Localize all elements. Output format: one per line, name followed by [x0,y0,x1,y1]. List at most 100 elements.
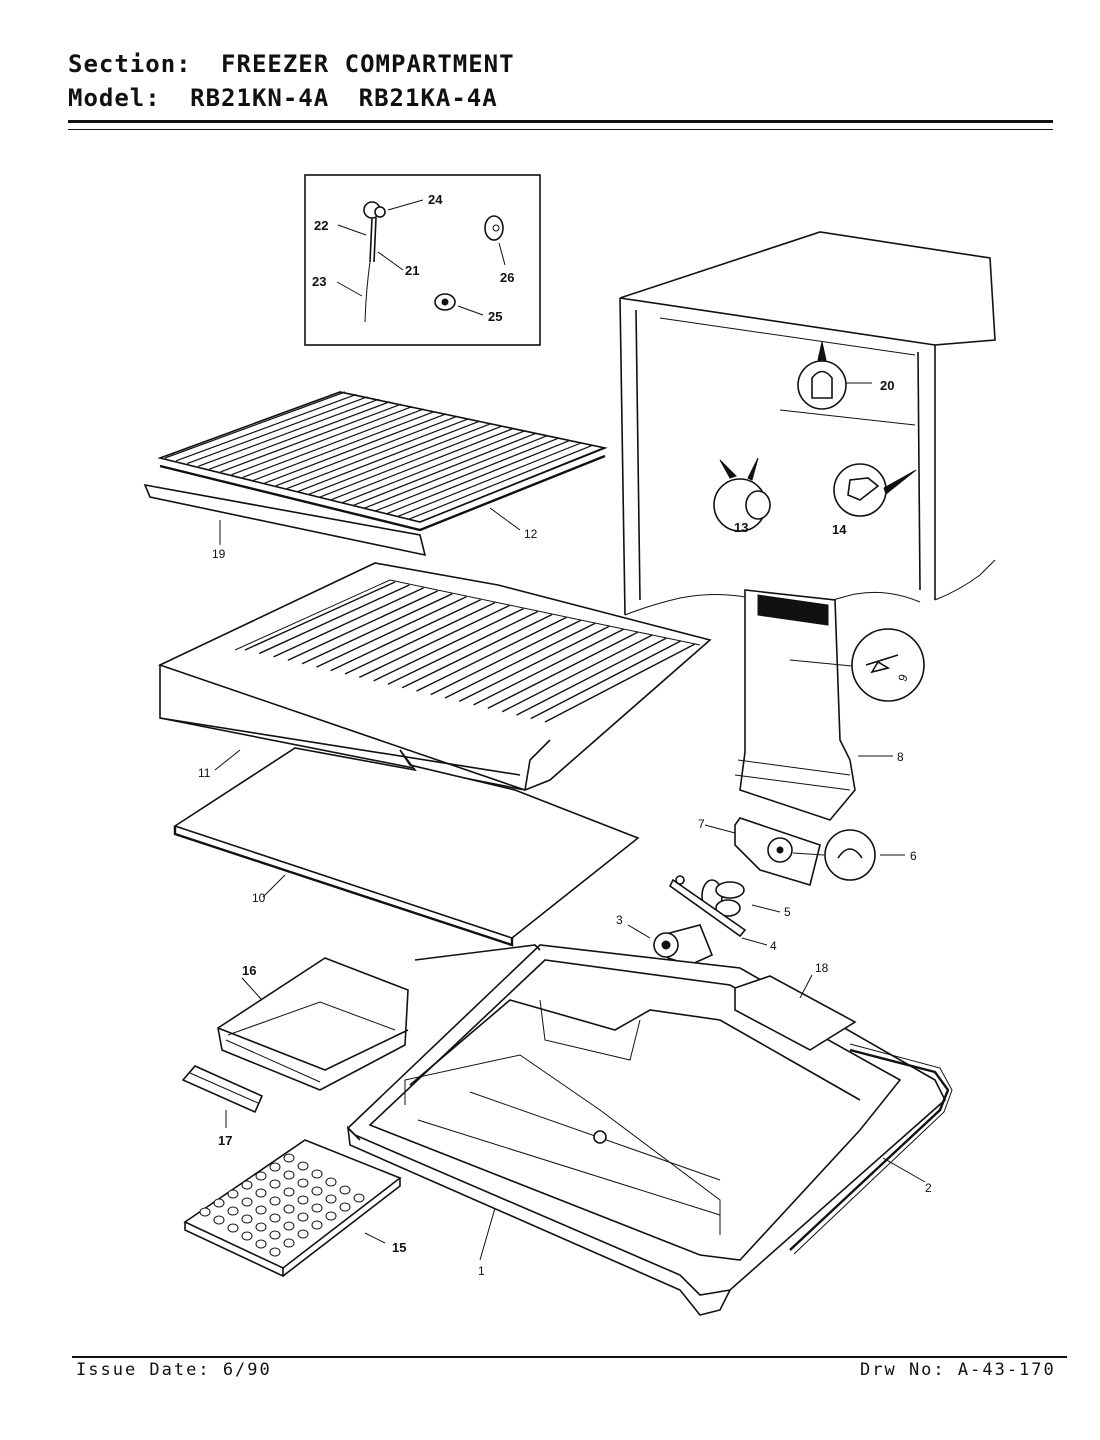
footer-rule [72,1356,1067,1358]
callout-2: 2 [925,1181,932,1195]
shelf-bar [408,445,593,520]
ice-cube-cell [269,1162,281,1172]
inset-hardware-box [304,174,541,346]
ice-cube-cell [255,1222,267,1232]
ice-cube-cell [255,1171,267,1181]
ice-tray-cubes [199,1153,365,1257]
leader-lines [214,507,926,1261]
callout-1: 1 [478,1264,485,1278]
shelf-rib [301,593,453,665]
callout-16: 16 [242,963,256,978]
shelf-bar [319,425,503,498]
shelf-bar [397,442,581,517]
ice-cube-cell [339,1185,351,1195]
shelf-bar [364,435,548,509]
shelf-bar [331,427,514,501]
ice-cube-cell [283,1221,295,1231]
callout-17: 17 [218,1133,232,1148]
ice-cube-cell [297,1161,309,1171]
ice-cube-cell [213,1198,225,1208]
shelf-rib [544,643,696,723]
callout-10: 10 [252,891,266,905]
model-header: Model: RB21KN-4A RB21KA-4A [68,84,512,112]
shelf-bar [198,398,379,467]
callout-3: 3 [616,913,623,927]
section-value: FREEZER COMPARTMENT [221,50,515,78]
shelf-rib [316,596,467,668]
ice-cube-cell [255,1188,267,1198]
callout-5: 5 [784,905,791,919]
ice-cube-cell [325,1211,337,1221]
drawing-number: Drw No: A-43-170 [860,1360,1056,1380]
freezer-floor-liner [346,944,953,1316]
ice-cube-cell [199,1207,211,1217]
callout-24: 24 [428,192,443,207]
ice-cube-cell [311,1220,323,1230]
ice-cube-cell [339,1202,351,1212]
ice-cube-cell [283,1187,295,1197]
shelf-bar [342,430,525,504]
header-rule-bottom [68,129,1053,130]
shelf-bar [286,418,469,490]
ice-cube-cell [227,1223,239,1233]
shelf-bar [353,432,536,506]
freezer-pan [217,957,409,1091]
model-value-2: RB21KA-4A [358,84,498,112]
ice-cube-cell [227,1189,239,1199]
callout-26: 26 [500,270,514,285]
issue-date: Issue Date: 6/90 [76,1360,272,1380]
ice-cube-cell [283,1170,295,1180]
shelf-bar [231,406,413,476]
shelf-rib [416,616,567,692]
callout-6: 6 [910,849,917,863]
shelf-rib [287,590,439,661]
wire-shelf-bars [164,391,604,523]
shelf-bar [419,447,604,523]
ice-cube-cell [227,1206,239,1216]
shelf-rib [330,599,482,672]
pan-handle [181,1065,264,1114]
shelf-rib [501,634,653,713]
fan-assembly [653,817,876,966]
ice-cube-cell [241,1214,253,1224]
shelf-bar [308,423,492,495]
ice-cube-cell [311,1186,323,1196]
ice-cube-cell [241,1197,253,1207]
shelf-rib [373,607,524,682]
ice-cube-cell [297,1229,309,1239]
ice-cube-cell [325,1177,337,1187]
shelf-rib [473,628,624,706]
ice-cube-cell [241,1180,253,1190]
ice-cube-cell [241,1231,253,1241]
ice-cube-cell [311,1203,323,1213]
shelf-bar [220,403,402,473]
freezer-cabinet [619,231,996,616]
callout-13: 13 [734,520,748,535]
shelf-rib [487,631,639,709]
shelf-bar [386,440,570,515]
callout-20: 20 [880,378,894,393]
shelf-bar [164,391,346,459]
shelf-bar [242,408,424,479]
shelf-rib [530,640,682,720]
shelf-rib [387,610,539,685]
wire-shelf [143,391,608,557]
ice-cube-cell [283,1204,295,1214]
shelf-rib [258,584,410,655]
freezer-shelf [157,562,712,791]
shelf-rib [344,602,496,675]
callout-22: 22 [314,218,328,233]
ice-tray [183,1139,402,1278]
callout-12: 12 [524,527,538,541]
callout-23: 23 [312,274,326,289]
shelf-rib [458,625,610,703]
ice-cube-cell [269,1179,281,1189]
shelf-bar [209,401,391,470]
ice-cube-cell [311,1169,323,1179]
model-value-1: RB21KN-4A [190,84,330,112]
ice-cube-cell [213,1215,225,1225]
callout-18: 18 [815,961,829,975]
shelf-bar [264,413,447,484]
callout-15: 15 [392,1240,406,1255]
callout-4: 4 [770,939,777,953]
